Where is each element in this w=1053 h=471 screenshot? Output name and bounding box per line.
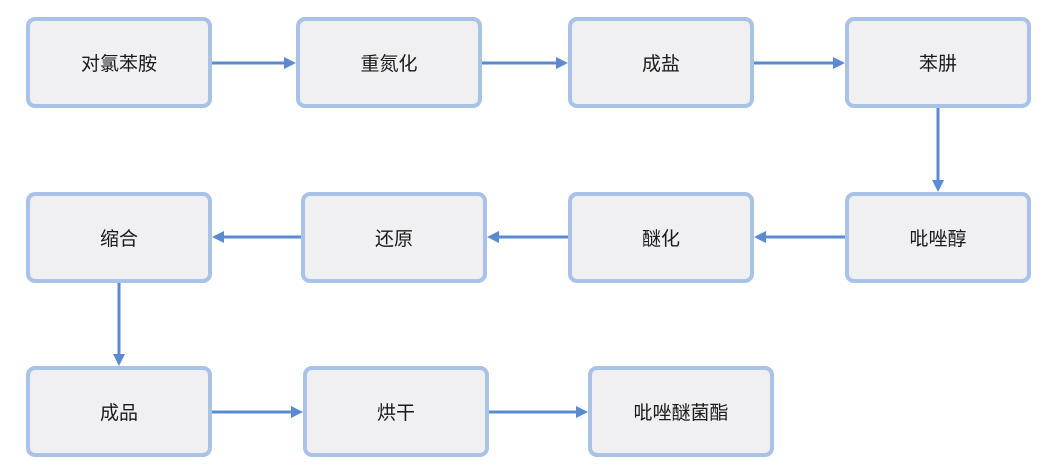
- step-node-8: 缩合: [26, 192, 212, 283]
- step-node-11: 吡唑醚菌酯: [588, 366, 774, 457]
- arrowhead-step8-to-step9: [113, 354, 125, 366]
- arrowhead-step1-to-step2: [284, 57, 296, 69]
- arrowhead-step7-to-step8: [212, 231, 224, 243]
- step-label-4: 苯肼: [918, 53, 957, 75]
- arrowhead-step3-to-step4: [833, 57, 845, 69]
- step-node-1: 对氯苯胺: [26, 17, 212, 108]
- arrowhead-step6-to-step7: [487, 231, 499, 243]
- step-node-6: 醚化: [568, 192, 754, 283]
- arrowhead-step4-to-step5: [932, 180, 944, 192]
- step-label-6: 醚化: [641, 228, 680, 250]
- step-node-4: 苯肼: [845, 17, 1031, 108]
- step-label-8: 缩合: [99, 228, 138, 250]
- step-label-1: 对氯苯胺: [80, 53, 157, 75]
- step-label-5: 吡唑醇: [909, 228, 967, 250]
- arrowhead-step10-to-step11: [576, 406, 588, 418]
- step-label-2: 重氮化: [360, 53, 418, 75]
- step-label-7: 还原: [374, 228, 413, 250]
- step-node-7: 还原: [301, 192, 487, 283]
- step-label-10: 烘干: [376, 402, 415, 424]
- step-node-2: 重氮化: [296, 17, 482, 108]
- step-node-3: 成盐: [568, 17, 754, 108]
- step-node-9: 成品: [26, 366, 212, 457]
- step-label-3: 成盐: [641, 53, 680, 75]
- arrowhead-step9-to-step10: [291, 406, 303, 418]
- arrowhead-step5-to-step6: [754, 231, 766, 243]
- step-node-5: 吡唑醇: [845, 192, 1031, 283]
- step-label-11: 吡唑醚菌酯: [633, 402, 729, 424]
- step-label-9: 成品: [99, 402, 138, 424]
- step-node-10: 烘干: [303, 366, 489, 457]
- arrowhead-step2-to-step3: [556, 57, 568, 69]
